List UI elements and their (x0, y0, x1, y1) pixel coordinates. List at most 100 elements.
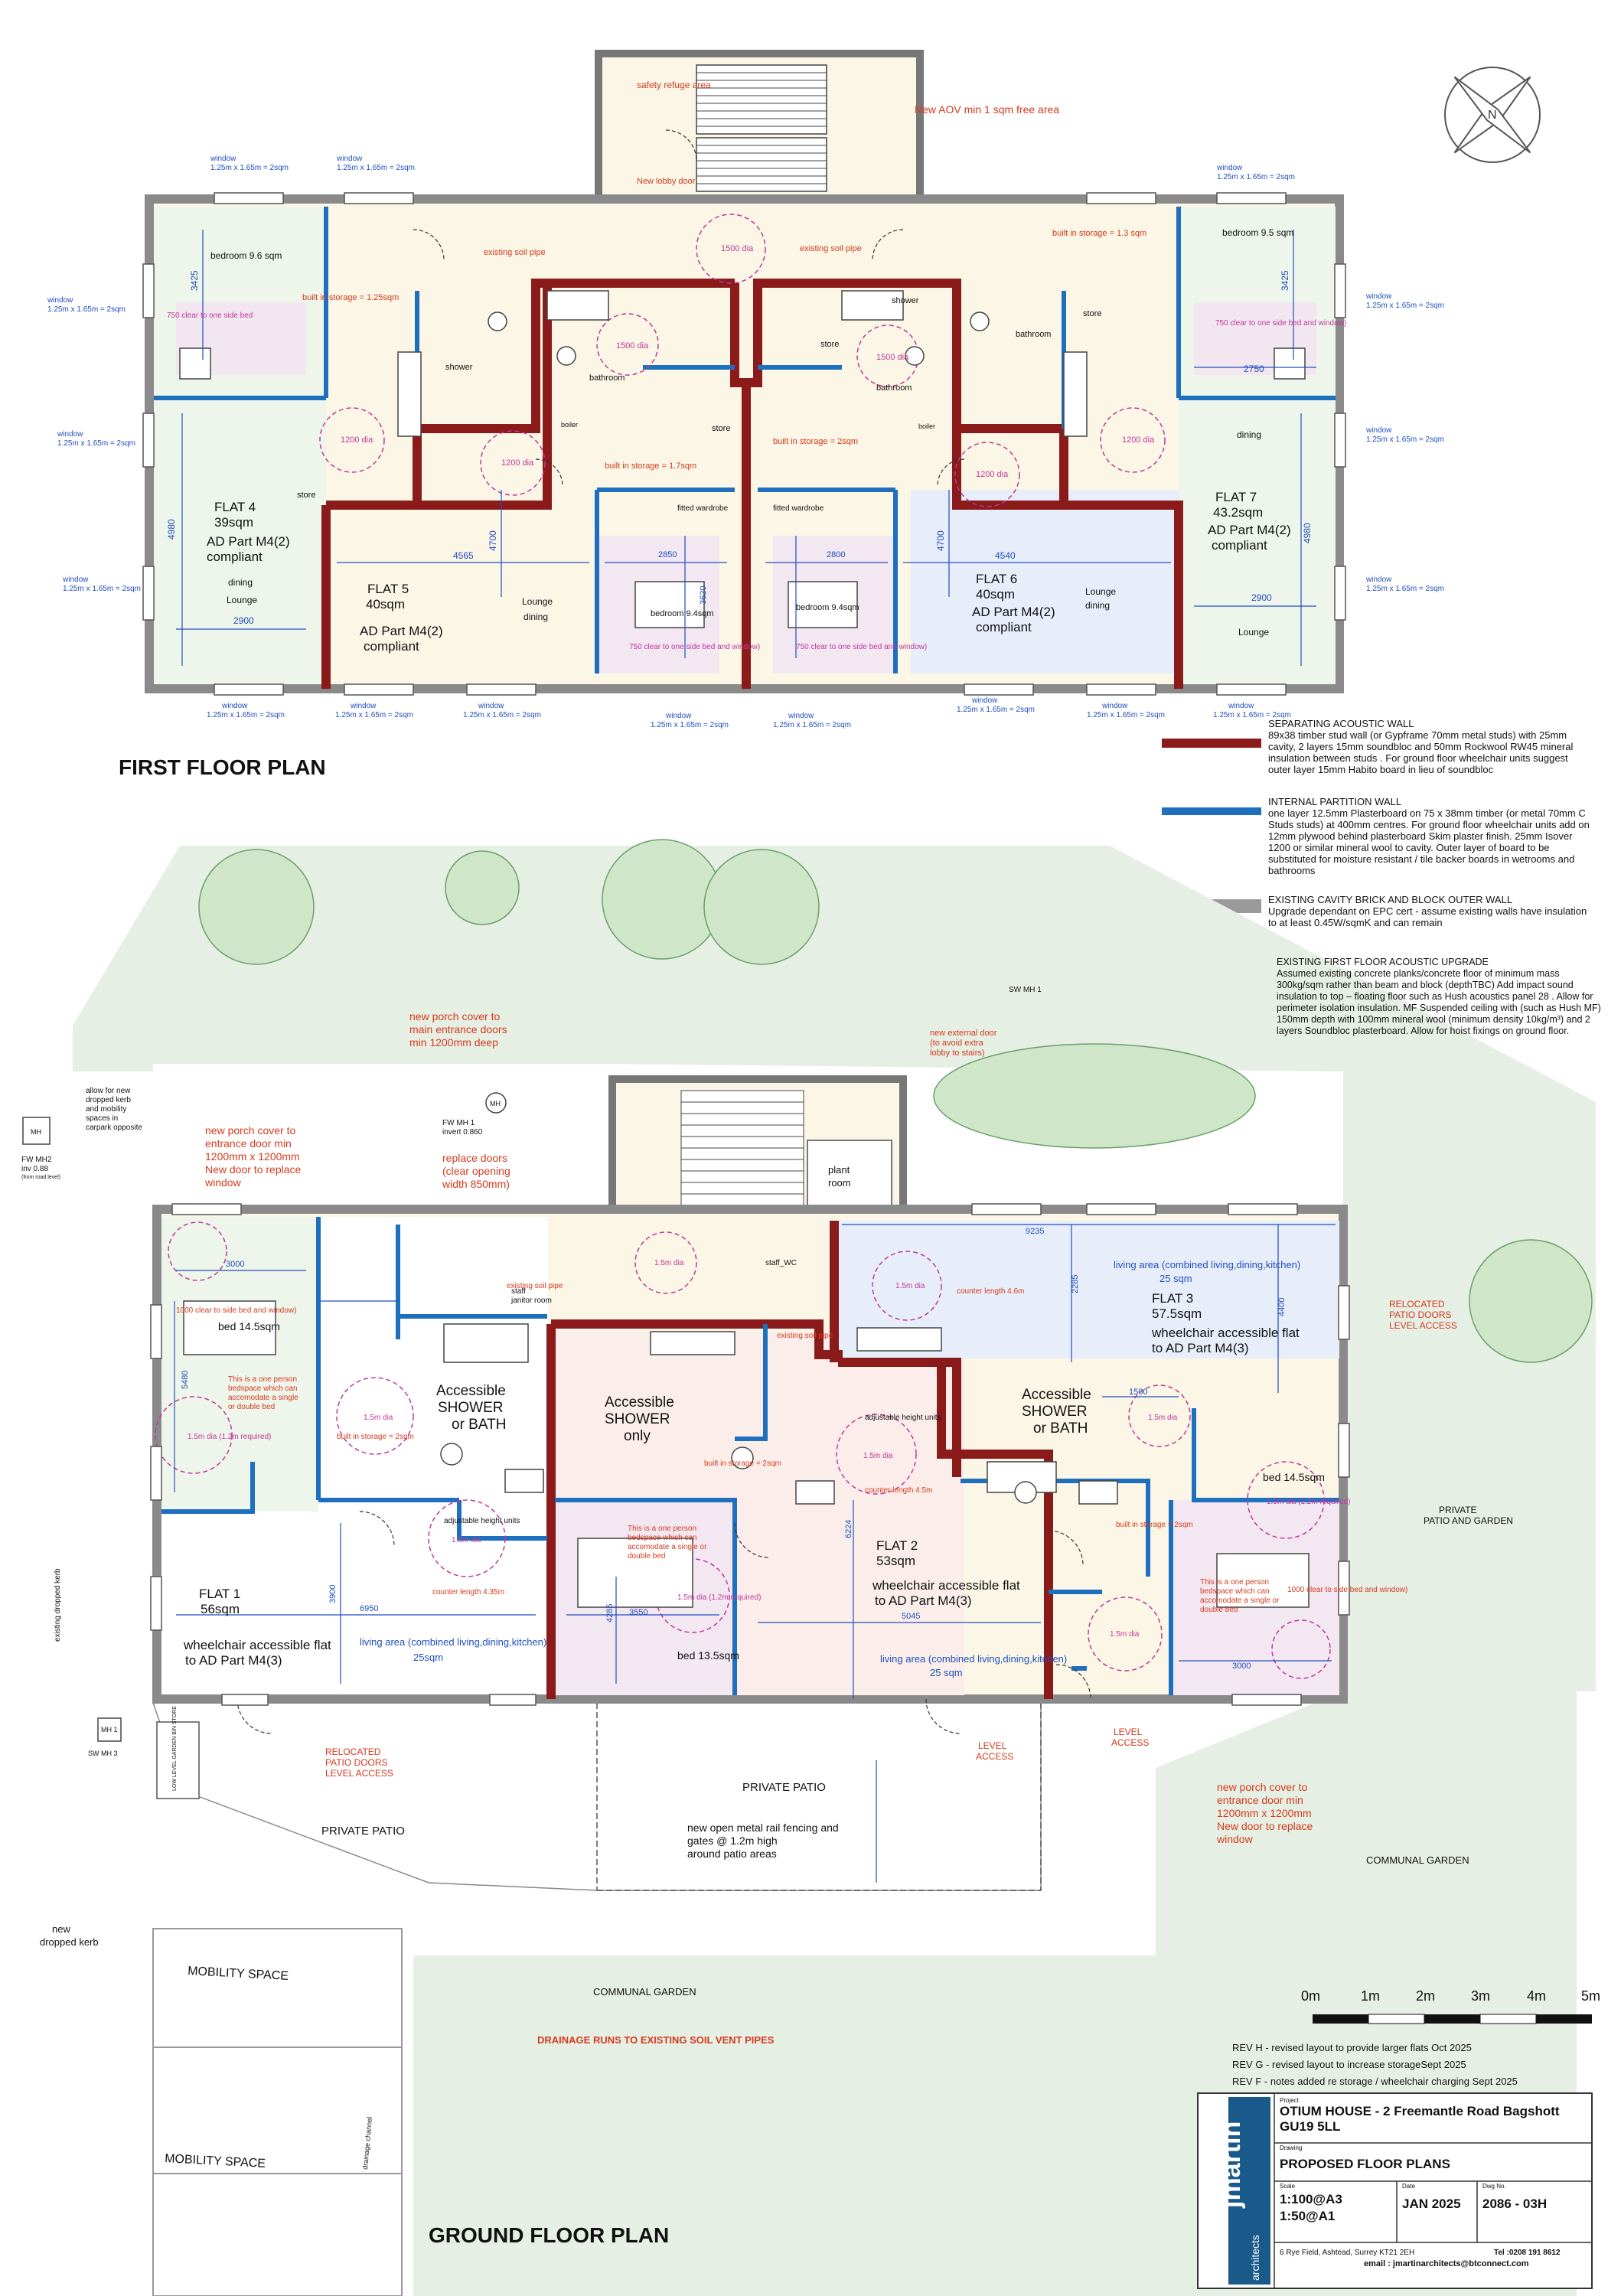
flat2-living-area: 25 sqm (930, 1667, 963, 1678)
mobility-1: MOBILITY SPACE (188, 1965, 289, 1983)
one-person-1: This is a one person (228, 1375, 297, 1384)
svg-text:1.25m x 1.65m = 2sqm: 1.25m x 1.65m = 2sqm (63, 585, 141, 593)
mh-label: MH (31, 1128, 41, 1136)
ff-store-1: store (297, 491, 315, 500)
flat5-name: FLAT 5 (367, 582, 409, 596)
level-access-2a: LEVEL (1114, 1727, 1143, 1737)
dwg-value: 2086 - 03H (1482, 2197, 1548, 2211)
svg-text:window: window (1365, 576, 1392, 584)
svg-text:1.5m dia (1.2m required): 1.5m dia (1.2m required) (1267, 1498, 1351, 1506)
one-person-2d: double bed (628, 1552, 666, 1561)
porch-right-2: entrance door min (1217, 1794, 1303, 1806)
flat2-dim-h2: 4285 (605, 1604, 615, 1623)
replace-doors-1: replace doors (442, 1152, 507, 1164)
bedroom6-label: bedroom 9.4sqm (796, 603, 859, 612)
gf-dimension-lines (174, 1224, 1336, 1883)
flat4-bedroom: bedroom 9.6 sqm (210, 250, 282, 261)
flat6-part: AD Part M4(2) (972, 605, 1055, 619)
legend-partition-text: one layer 12.5mm Plasterboard on 75 x 38… (1268, 807, 1590, 876)
flat5-area: 40sqm (366, 597, 405, 612)
one-person-2: This is a one person (628, 1525, 696, 1533)
replace-doors-2: (clear opening (442, 1165, 510, 1177)
new-kerb-2: dropped kerb (40, 1936, 99, 1948)
flat3-area: 57.5sqm (1152, 1306, 1202, 1321)
revision-g: REV G - revised layout to increase stora… (1232, 2059, 1466, 2070)
flat5-dining: dining (523, 612, 548, 622)
fw-mh2-c: (from road level) (21, 1175, 60, 1180)
svg-text:1.25m x 1.65m = 2sqm: 1.25m x 1.65m = 2sqm (1087, 711, 1165, 719)
flat5-part: AD Part M4(2) (360, 624, 443, 638)
private-patio-3b: PATIO AND GARDEN (1424, 1515, 1513, 1526)
flat1-shower-1: Accessible (436, 1383, 506, 1399)
flat1-dim-bed: 3000 (226, 1260, 244, 1269)
ff-bathroom-2: bathroom (876, 383, 912, 393)
gf-title: GROUND FLOOR PLAN (429, 2223, 669, 2247)
drawing-label: Drawing (1280, 2144, 1303, 2151)
svg-text:1.25m x 1.65m = 2sqm: 1.25m x 1.65m = 2sqm (1213, 711, 1291, 719)
bedroom5-label: bedroom 9.4sqm (651, 609, 714, 618)
flat4-dim-w: 2900 (233, 615, 254, 626)
svg-text:window: window (971, 696, 998, 705)
scale-tick-1: 1m (1361, 1988, 1381, 2004)
new-external-2: (to avoid extra (930, 1039, 984, 1048)
flat1-dim-w: 6950 (360, 1604, 378, 1613)
existing-soil-r: existing soil pipe (800, 244, 862, 253)
svg-text:window: window (665, 712, 692, 720)
svg-text:1.5m dia: 1.5m dia (863, 1452, 893, 1460)
ff-shower-2: shower (892, 296, 919, 305)
address: 6 Rye Field, Ashtead, Surrey KT21 2EH (1280, 2249, 1415, 2257)
legend-acoustic-swatch (1162, 739, 1261, 748)
porch-right-1: new porch cover to (1217, 1781, 1307, 1793)
svg-text:window: window (1228, 702, 1254, 710)
flat6-lounge: Lounge (1085, 586, 1116, 597)
mobility-2: MOBILITY SPACE (165, 2152, 266, 2170)
svg-text:window: window (47, 296, 73, 305)
fw-mh2-a: FW MH2 (21, 1156, 52, 1164)
email: email : jmartinarchitects@btconnect.com (1364, 2259, 1529, 2268)
svg-text:counter length 4.6m: counter length 4.6m (957, 1287, 1024, 1296)
one-person-3b: bedspace which can (1200, 1587, 1270, 1596)
logo: jmartin (1217, 2024, 1248, 2208)
svg-text:adjustable height units: adjustable height units (444, 1517, 520, 1525)
porch-main-1: new porch cover to (409, 1010, 500, 1022)
svg-text:window: window (478, 702, 504, 710)
ff-fixtures (179, 290, 1306, 628)
flat7-dim-bed: 3425 (1280, 270, 1290, 291)
flat3-shower-1: Accessible (1022, 1387, 1091, 1403)
flat4-dim-bed: 3425 (189, 270, 200, 291)
low-level-bin: LOW LEVEL GARDEN BIN STORE (172, 1706, 178, 1791)
flat2-name: FLAT 2 (876, 1538, 918, 1553)
sw-mh1: SW MH 1 (1009, 986, 1042, 994)
logo-text: jmartin (1217, 2121, 1246, 2208)
flat3-shower-3: or BATH (1033, 1420, 1088, 1437)
flat2-dim-w: 5045 (902, 1612, 920, 1621)
flat1-shower-3: or BATH (452, 1417, 506, 1433)
relocated-right-3: LEVEL ACCESS (1389, 1320, 1457, 1331)
flat4-lounge: Lounge (227, 595, 257, 605)
relocated-left-2: PATIO DOORS (325, 1757, 388, 1768)
flat3-dim-h: 4400 (1277, 1298, 1287, 1316)
legend-outer-title: EXISTING CAVITY BRICK AND BLOCK OUTER WA… (1268, 894, 1513, 905)
svg-text:built in storage = 2sqm: built in storage = 2sqm (337, 1433, 414, 1441)
title-block (1197, 2092, 1593, 2289)
scale-tick-4: 4m (1527, 1988, 1547, 2004)
level-access-2b: ACCESS (1111, 1737, 1149, 1748)
flat7-compliant: compliant (1212, 538, 1267, 553)
flat3-dim-w: 9235 (1026, 1227, 1044, 1236)
bed6-clear: 750 clear to one side bed and window) (796, 643, 927, 651)
fitted-wardrobe-1: fitted wardrobe (677, 504, 729, 513)
flat6-dim-h: 4700 (935, 530, 946, 551)
svg-text:counter length 4.35m: counter length 4.35m (432, 1588, 504, 1596)
fw-mh1-b: invert 0.860 (442, 1128, 483, 1137)
drawing-name: PROPOSED FLOOR PLANS (1280, 2157, 1450, 2171)
one-person-1b: bedspace which can (228, 1384, 298, 1393)
logo-sub-text: architects (1249, 2235, 1261, 2281)
ff-windows (142, 192, 1346, 696)
svg-text:1.25m x 1.65m = 2sqm: 1.25m x 1.65m = 2sqm (337, 164, 415, 172)
mh1-label: MH 1 (101, 1726, 118, 1733)
ff-bathroom-3: bathroom (1016, 330, 1051, 339)
flat5-dim-w: 4565 (453, 550, 474, 561)
svg-text:1.25m x 1.65m = 2sqm: 1.25m x 1.65m = 2sqm (957, 706, 1035, 714)
dia-1200-d: 1200 dia (1122, 435, 1155, 445)
flat3-wc2: to AD Part M4(3) (1152, 1341, 1249, 1355)
